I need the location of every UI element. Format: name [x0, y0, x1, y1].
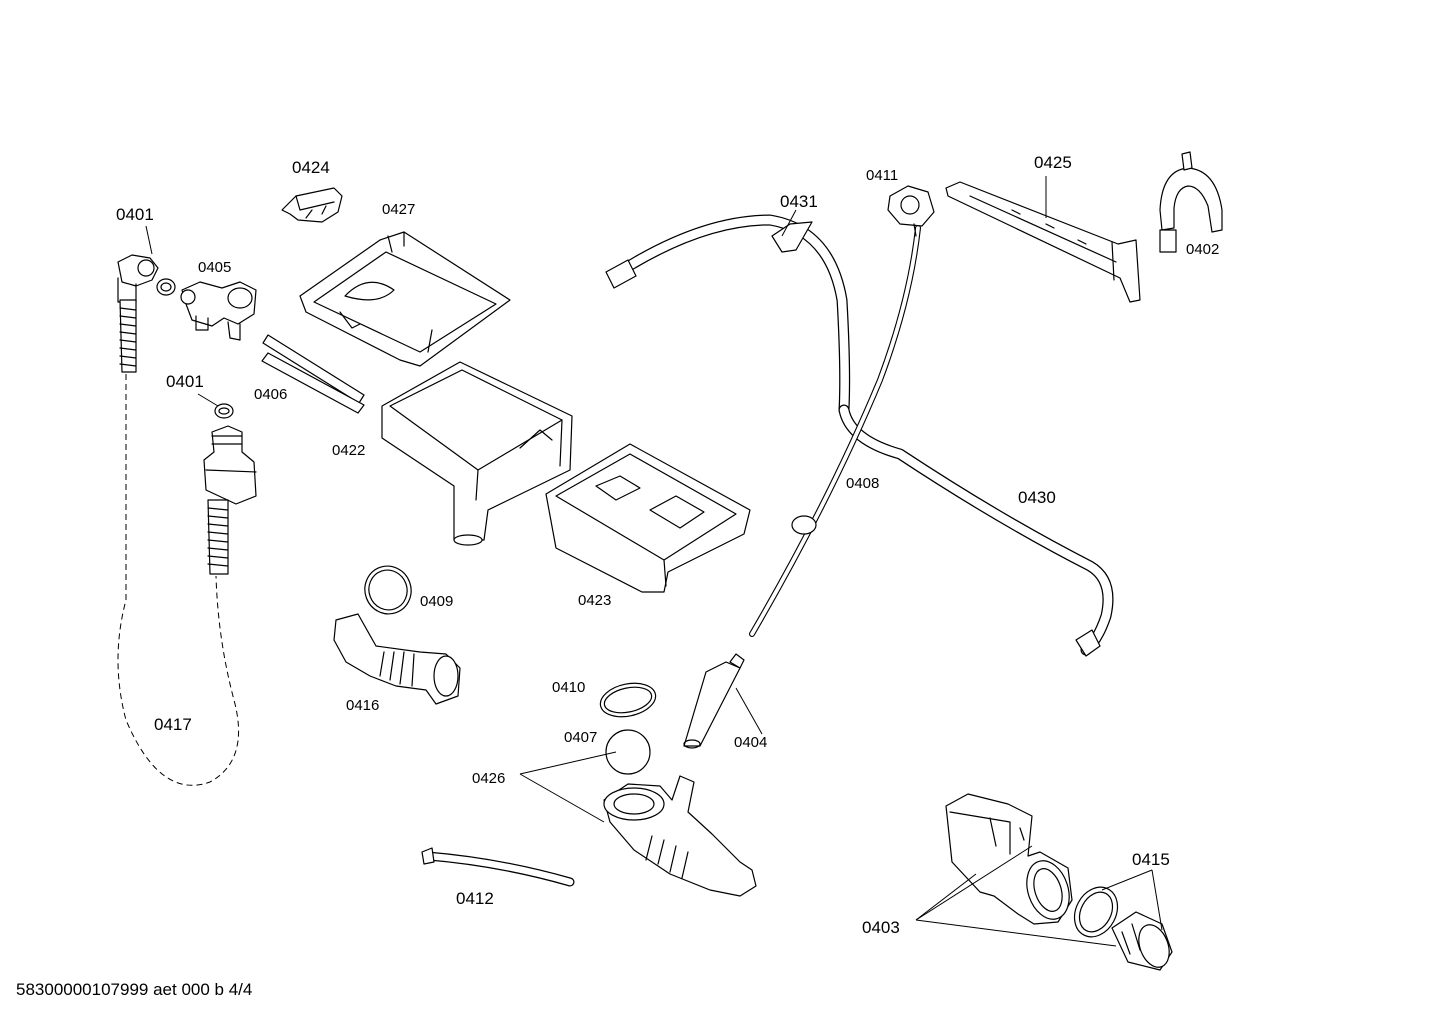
label-0402: 0402 — [1186, 241, 1219, 258]
label-0430: 0430 — [1018, 488, 1056, 507]
part-0424-clip[interactable] — [281, 187, 343, 223]
label-0415: 0415 — [1132, 850, 1170, 869]
part-0416-bellows-hose[interactable] — [333, 613, 461, 705]
part-0411-pressure-switch[interactable] — [887, 185, 935, 237]
part-0425-rail[interactable] — [945, 181, 1141, 303]
label-0412: 0412 — [456, 889, 494, 908]
label-0406: 0406 — [254, 386, 287, 403]
part-0408-pressure-tube[interactable] — [749, 225, 921, 637]
label-0401-lower: 0401 — [166, 372, 204, 391]
part-0402-u-fitting[interactable] — [1159, 151, 1223, 253]
part-0427-dispenser-cover[interactable] — [299, 231, 511, 367]
label-0423: 0423 — [578, 592, 611, 609]
part-0404-cylinder[interactable] — [683, 653, 745, 749]
part-0407-ball[interactable] — [605, 729, 651, 775]
part-0423-detergent-drawer[interactable] — [545, 443, 751, 593]
part-0401-inlet-elbow[interactable] — [117, 254, 159, 303]
label-0416: 0416 — [346, 697, 379, 714]
part-labels: 0401 0424 0427 0405 0401 0406 0422 0423 … — [116, 153, 1219, 937]
part-0401-inlet-hose-upper[interactable] — [119, 299, 137, 373]
label-0411: 0411 — [866, 167, 898, 184]
label-0424: 0424 — [292, 158, 330, 177]
part-0401-lower-connector[interactable] — [203, 425, 257, 575]
label-0401-upper: 0401 — [116, 205, 154, 224]
part-0405-inlet-valve[interactable] — [180, 281, 257, 341]
label-0425: 0425 — [1034, 153, 1072, 172]
part-0422-dispenser-housing[interactable] — [381, 361, 573, 546]
part-0403-drain-pump[interactable] — [945, 793, 1076, 925]
label-0404: 0404 — [734, 734, 767, 751]
part-0409-seal-ring[interactable] — [358, 560, 418, 621]
label-0405: 0405 — [198, 259, 231, 276]
label-0407: 0407 — [564, 729, 597, 746]
part-0431-hose[interactable] — [605, 214, 851, 416]
part-0430-hose[interactable] — [838, 404, 1114, 657]
label-0427: 0427 — [382, 201, 415, 218]
part-0410-ring[interactable] — [597, 679, 658, 722]
label-0417: 0417 — [154, 715, 192, 734]
part-0406-rods[interactable] — [261, 334, 365, 414]
label-0422: 0422 — [332, 442, 365, 459]
label-0403: 0403 — [862, 918, 900, 937]
label-0408: 0408 — [846, 475, 879, 492]
leader-lines — [145, 176, 1163, 947]
part-0415-seal[interactable] — [1066, 880, 1126, 945]
part-0426-drain-sump[interactable] — [603, 775, 757, 897]
part-0401-ring[interactable] — [156, 278, 176, 296]
part-0412-small-hose[interactable] — [421, 847, 575, 887]
label-0410: 0410 — [552, 679, 585, 696]
label-0426: 0426 — [472, 770, 505, 787]
label-0431: 0431 — [780, 192, 818, 211]
part-0415-filter[interactable] — [1111, 911, 1175, 971]
part-0417-hose-loop[interactable] — [117, 374, 240, 786]
part-0401-lower-seal[interactable] — [214, 403, 234, 419]
document-footer: 58300000107999 aet 000 b 4/4 — [16, 980, 253, 999]
label-0409: 0409 — [420, 593, 453, 610]
